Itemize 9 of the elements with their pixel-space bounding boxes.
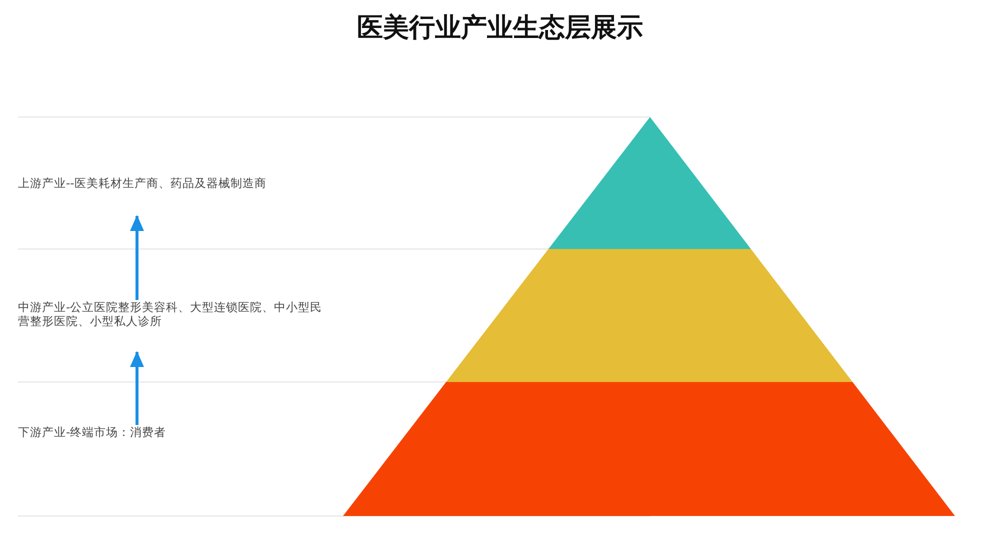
title: 医美行业产业生态层展示 bbox=[356, 12, 644, 45]
pyramid-top-layer bbox=[548, 117, 751, 249]
arrow bbox=[130, 351, 144, 425]
layer-label: 下游产业-终端市场：消费者 bbox=[18, 425, 166, 439]
pyramid-layer bbox=[343, 382, 955, 516]
layer-label: 中游产业-公立医院整形美容科、大型连锁医院、中小型民营整形医院、小型私人诊所 bbox=[18, 300, 324, 328]
layer-label: 上游产业--医美耗材生产商、药品及器械制造商 bbox=[18, 176, 266, 190]
arrow bbox=[130, 215, 144, 300]
pyramid-layer bbox=[446, 249, 853, 382]
